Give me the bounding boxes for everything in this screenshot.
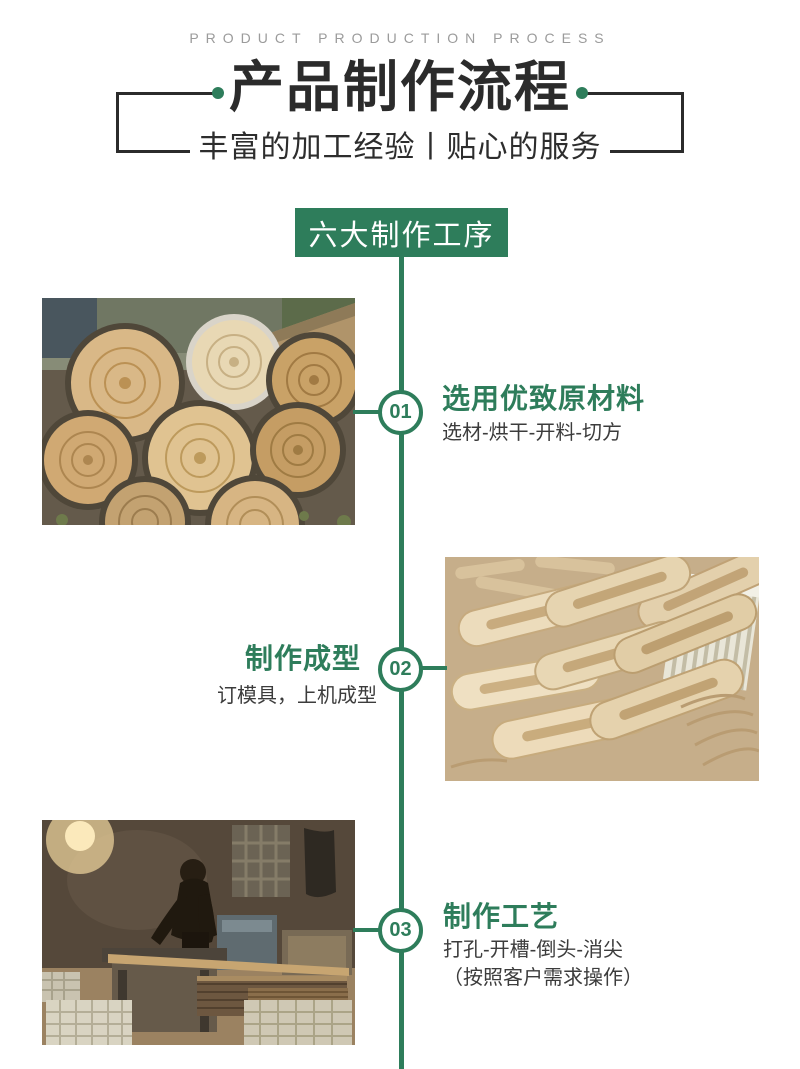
workshop-illustration [42,820,355,1045]
stacked-logs-illustration [42,298,355,525]
section-badge: 六大制作工序 [295,208,508,257]
title-dot-right-icon [576,87,588,99]
title-bracket-right-top [584,92,684,95]
title-bracket-left-top [116,92,216,95]
eyebrow-text: PRODUCT PRODUCTION PROCESS [189,30,611,46]
step1-connector-line [353,410,380,414]
step1-number: 01 [389,401,412,423]
step3-desc-line1: 打孔-开槽-倒头-消尖 [443,939,623,961]
step2-connector-line [421,666,447,670]
page-title: 产品制作流程 [228,56,571,118]
step3-photo-workshop [42,820,355,1045]
step3-connector-line [353,928,380,932]
step3-desc-line2: （按照客户需求操作） [443,967,643,989]
step2-photo-wooden-blanks [445,557,759,781]
title-bracket-left-vertical [116,92,119,153]
step2-number-badge: 02 [378,647,423,692]
step1-number-badge: 01 [378,390,423,435]
title-bracket-right-vertical [681,92,684,153]
title-bracket-left-bottom [116,150,190,153]
step2-title: 制作成型 [244,643,361,674]
step2-desc: 订模具，上机成型 [217,685,377,707]
step3-number: 03 [389,919,412,941]
step3-title: 制作工艺 [443,901,560,932]
page-subtitle: 丰富的加工经验丨贴心的服务 [198,131,602,164]
step2-number: 02 [389,658,412,680]
step1-photo-stacked-logs [42,298,355,525]
title-dot-left-icon [212,87,224,99]
wooden-blanks-illustration [445,557,759,781]
step3-number-badge: 03 [378,908,423,953]
title-bracket-right-bottom [610,150,684,153]
step1-desc: 选材-烘干-开料-切方 [442,422,622,444]
step1-title: 选用优致原材料 [442,383,646,414]
